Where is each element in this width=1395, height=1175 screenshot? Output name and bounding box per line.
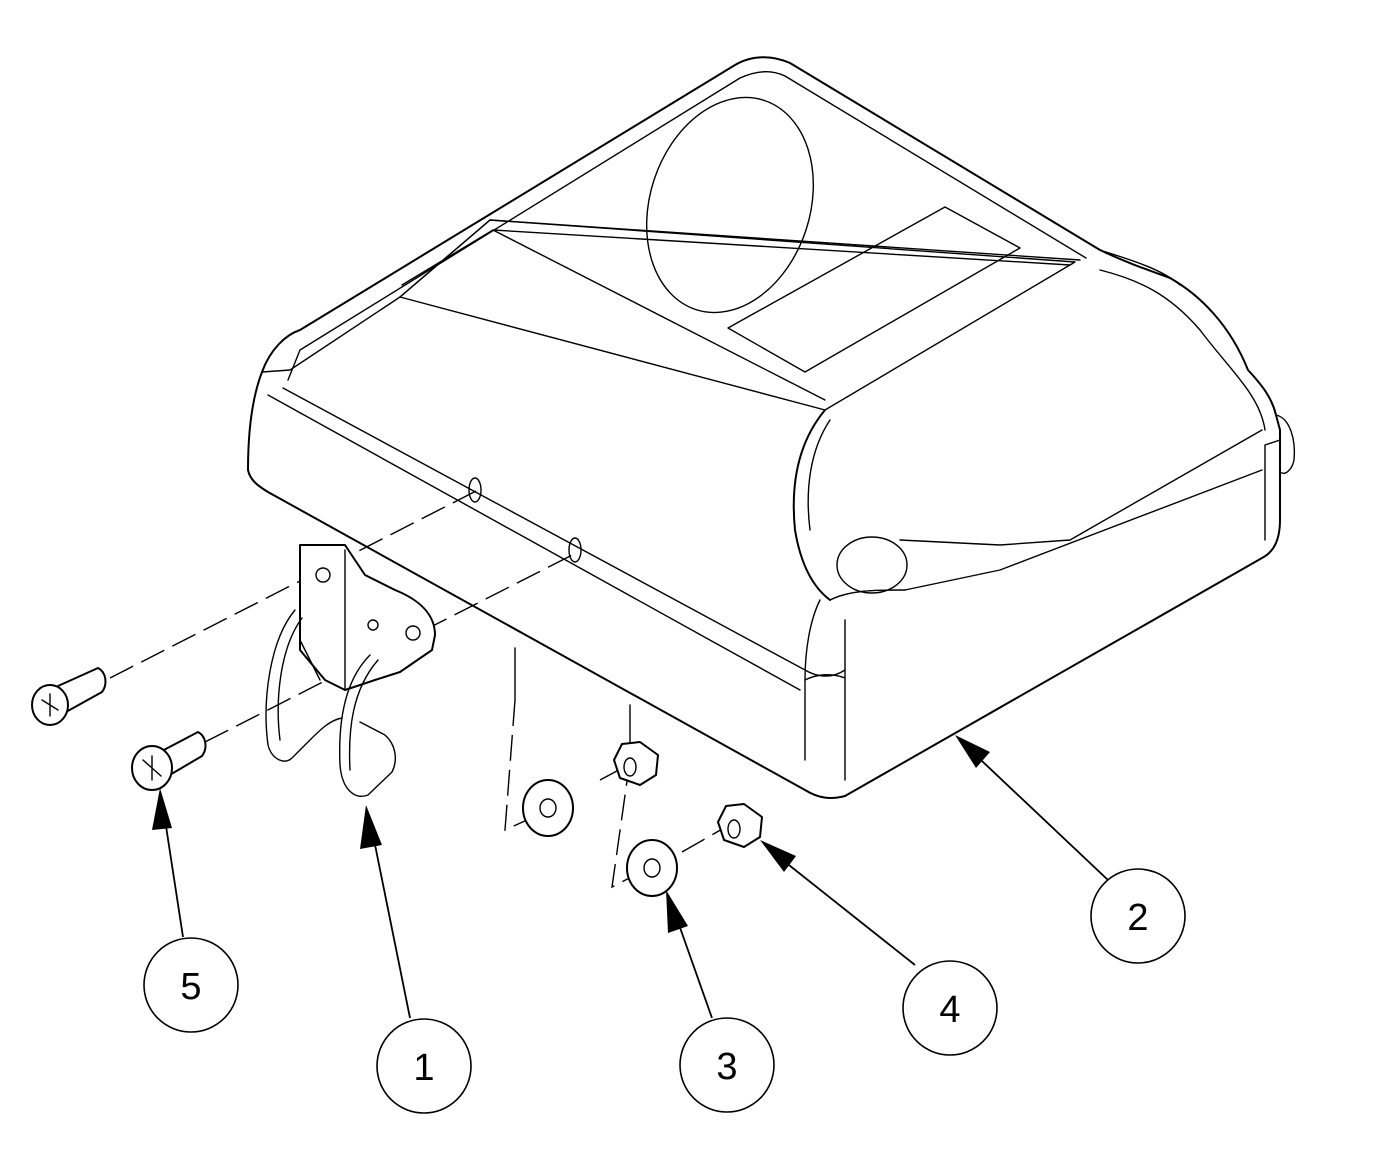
callout-2: 2	[1090, 868, 1186, 964]
callout-5-label: 5	[180, 966, 201, 1008]
callout-4-label: 4	[939, 989, 960, 1031]
callout-4: 4	[902, 960, 998, 1056]
screw-upper	[31, 667, 107, 726]
washer-upper	[522, 779, 574, 837]
nut-lower	[717, 803, 763, 848]
assembly-centerlines	[109, 489, 725, 889]
callout-1: 1	[376, 1018, 472, 1114]
callout-2-label: 2	[1127, 897, 1148, 939]
callout-5: 5	[143, 937, 239, 1033]
cover-housing	[247, 56, 1296, 799]
callout-3: 3	[679, 1017, 775, 1113]
washer-lower	[626, 839, 678, 897]
nut-upper	[613, 741, 659, 786]
leader-lines	[152, 735, 1109, 1019]
callout-3-label: 3	[716, 1046, 737, 1088]
latch-part	[265, 544, 436, 797]
callout-1-label: 1	[413, 1047, 434, 1089]
mount-hole-icon	[568, 537, 582, 563]
screw-lower	[131, 731, 207, 791]
mount-hole-icon	[468, 477, 482, 503]
